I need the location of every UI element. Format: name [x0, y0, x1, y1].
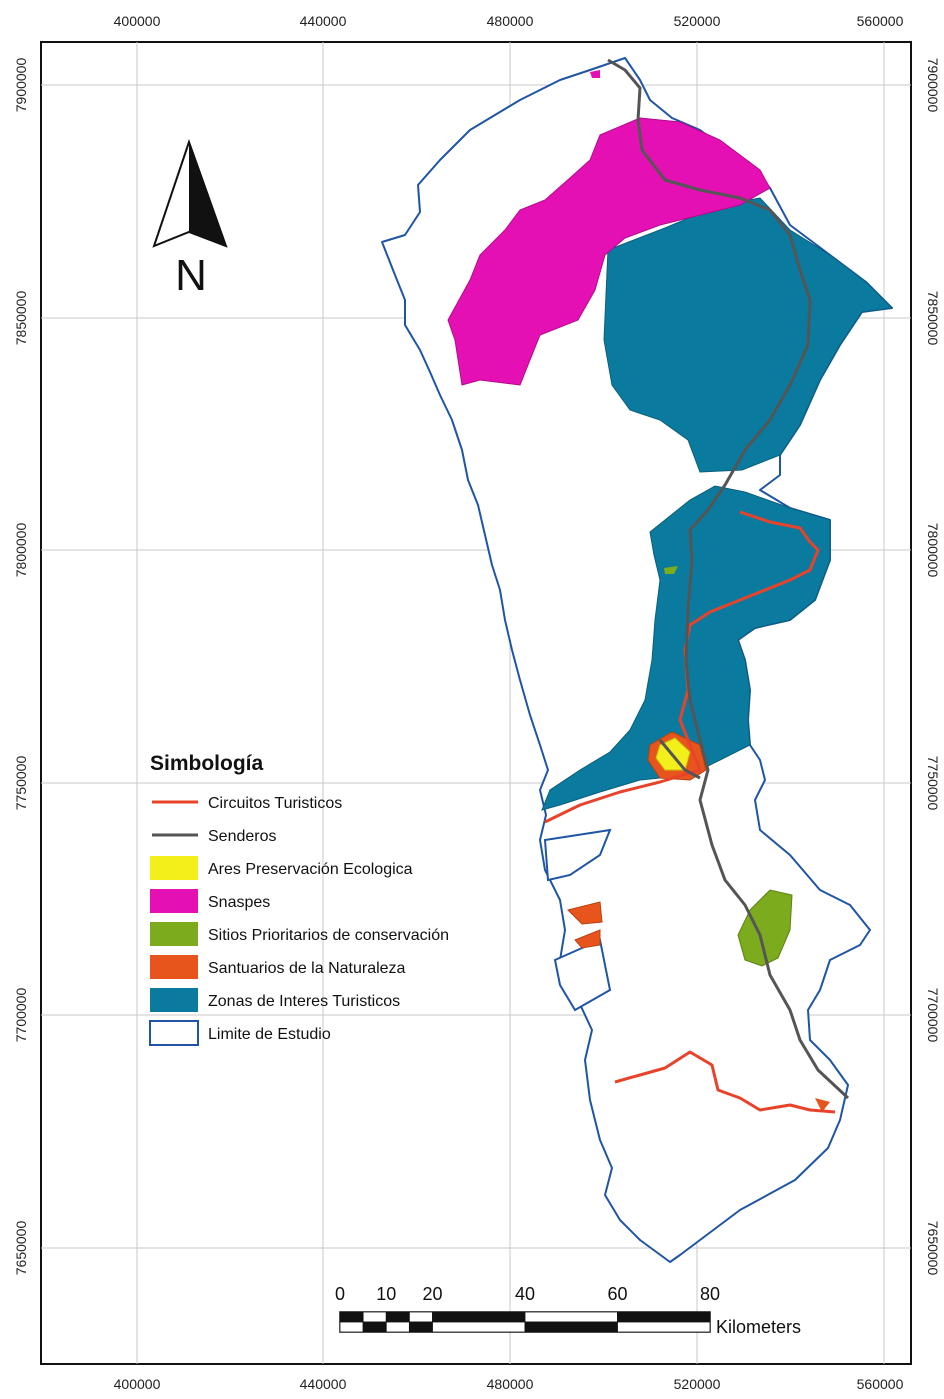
legend-swatch — [150, 955, 198, 979]
snaspe-area — [447, 117, 771, 386]
y-tick-right: 7750000 — [925, 756, 941, 811]
boundary-fragment — [543, 828, 612, 882]
legend: Simbología Circuitos TuristicosSenderosA… — [149, 752, 449, 1046]
scale-label: 20 — [422, 1284, 442, 1304]
x-tick-top: 400000 — [114, 13, 161, 29]
trail — [607, 58, 850, 1100]
legend-swatch — [150, 889, 198, 913]
legend-swatch — [149, 1020, 199, 1046]
north-arrow: N — [152, 138, 228, 300]
north-arrow-icon-shade — [189, 142, 226, 246]
legend-swatch — [150, 988, 198, 1012]
scale-segment — [339, 1321, 364, 1333]
sanctuary-area — [574, 929, 601, 949]
scale-label: 0 — [335, 1284, 345, 1304]
legend-label: Snaspes — [208, 894, 270, 911]
y-tick-right: 7900000 — [925, 58, 941, 113]
y-tick-left: 7650000 — [13, 1221, 29, 1276]
priority-site-small — [664, 566, 678, 574]
legend-title: Simbología — [150, 752, 263, 775]
scale-segment — [408, 1311, 433, 1323]
scale-segment — [339, 1311, 364, 1323]
scale-segment — [385, 1321, 410, 1333]
legend-label: Senderos — [208, 828, 277, 845]
x-tick-bottom: 480000 — [487, 1376, 534, 1392]
x-tick-top: 480000 — [487, 13, 534, 29]
legend-label: Santuarios de la Naturaleza — [208, 960, 406, 977]
y-tick-left: 7850000 — [13, 291, 29, 346]
x-axis-top-labels: 400000 440000 480000 520000 560000 — [114, 13, 904, 29]
sanctuary-area — [567, 901, 603, 925]
snaspe-area-small — [590, 70, 600, 78]
x-tick-bottom: 560000 — [857, 1376, 904, 1392]
trail — [658, 739, 701, 780]
legend-label: Circuitos Turisticos — [208, 795, 342, 812]
legend-label: Limite de Estudio — [208, 1026, 331, 1043]
y-tick-right: 7800000 — [925, 523, 941, 578]
legend-swatch — [150, 922, 198, 946]
scale-segment — [524, 1311, 618, 1323]
x-tick-bottom: 440000 — [300, 1376, 347, 1392]
north-letter: N — [175, 251, 207, 300]
y-tick-right: 7850000 — [925, 291, 941, 346]
scale-boxes — [339, 1311, 711, 1333]
sanctuary-area — [815, 1098, 830, 1112]
scale-segment — [617, 1311, 711, 1323]
scale-segment — [362, 1321, 387, 1333]
scale-segment — [432, 1321, 526, 1333]
y-tick-right: 7700000 — [925, 988, 941, 1043]
scale-label: 10 — [376, 1284, 396, 1304]
scale-label: 40 — [515, 1284, 535, 1304]
tourist-circuit — [544, 510, 820, 824]
scale-segment — [617, 1321, 711, 1333]
x-tick-top: 440000 — [300, 13, 347, 29]
y-tick-left: 7900000 — [13, 58, 29, 113]
scale-unit: Kilometers — [716, 1317, 801, 1337]
scale-label: 60 — [607, 1284, 627, 1304]
legend-label: Sitios Prioritarios de conservación — [208, 927, 449, 944]
legend-label: Zonas de Interes Turisticos — [208, 993, 400, 1010]
scale-segment — [524, 1321, 618, 1333]
x-tick-top: 560000 — [857, 13, 904, 29]
y-tick-left: 7800000 — [13, 523, 29, 578]
x-axis-bottom-labels: 400000 440000 480000 520000 560000 — [114, 1376, 904, 1392]
y-tick-left: 7750000 — [13, 756, 29, 811]
x-tick-bottom: 400000 — [114, 1376, 161, 1392]
scale-labels: 0 10 20 40 60 80 — [335, 1284, 720, 1304]
scale-bar: 0 10 20 40 60 80 Kilometers — [335, 1284, 801, 1337]
scale-segment — [408, 1321, 433, 1333]
y-axis-right-labels: 7900000 7850000 7800000 7750000 7700000 … — [925, 58, 941, 1276]
scale-label: 80 — [700, 1284, 720, 1304]
tourist-circuit — [614, 1050, 836, 1114]
scale-segment — [362, 1311, 387, 1323]
scale-segment — [432, 1311, 526, 1323]
x-tick-bottom: 520000 — [674, 1376, 721, 1392]
y-tick-left: 7700000 — [13, 988, 29, 1043]
priority-site — [737, 889, 793, 967]
x-tick-top: 520000 — [674, 13, 721, 29]
legend-label: Ares Preservación Ecologica — [208, 861, 413, 878]
y-axis-left-labels: 7900000 7850000 7800000 7750000 7700000 … — [13, 58, 29, 1276]
legend-swatch — [150, 856, 198, 880]
scale-segment — [385, 1311, 410, 1323]
y-tick-right: 7650000 — [925, 1221, 941, 1276]
